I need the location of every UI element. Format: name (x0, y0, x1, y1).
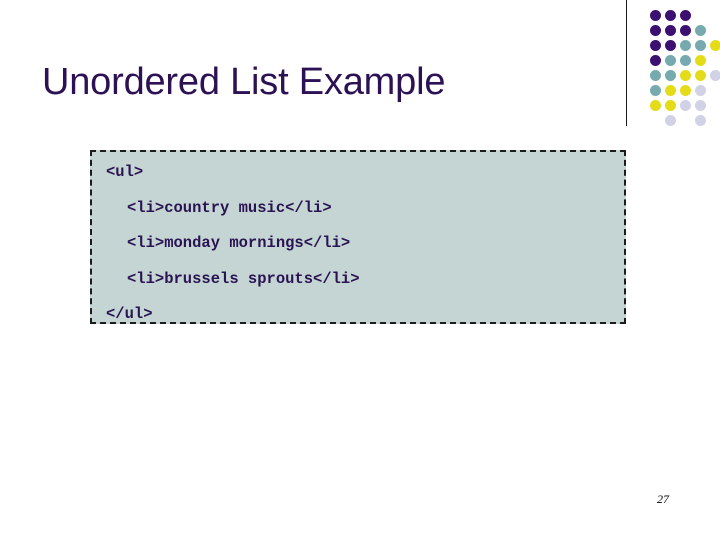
decorative-dot (695, 25, 706, 36)
decorative-dot (695, 40, 706, 51)
decorative-dot (650, 55, 661, 66)
code-line: </ul> (106, 305, 153, 323)
code-line: <li>country music</li> (127, 198, 332, 217)
page-title: Unordered List Example (42, 61, 446, 103)
decorative-dot (650, 100, 661, 111)
decorative-dot (695, 100, 706, 111)
decorative-dot (665, 25, 676, 36)
decorative-dot (665, 40, 676, 51)
decorative-dot (650, 25, 661, 36)
code-line: <ul> (106, 163, 144, 181)
page-number: 27 (657, 492, 669, 506)
decorative-dot (695, 70, 706, 81)
decorative-dot (650, 85, 661, 96)
decorative-dot (680, 85, 691, 96)
decorative-dot (695, 85, 706, 96)
code-example-block: <ul> <li>country music</li> <li>monday m… (90, 150, 626, 324)
decorative-dot (695, 115, 706, 126)
decorative-dot (665, 100, 676, 111)
decorative-dot (665, 55, 676, 66)
header-divider-rule (626, 0, 627, 126)
code-line: <li>brussels sprouts</li> (127, 269, 360, 288)
decorative-dot (680, 55, 691, 66)
decorative-dot (695, 55, 706, 66)
decorative-dot (710, 70, 720, 81)
code-line: <li>monday mornings</li> (127, 234, 351, 252)
decorative-dot (710, 40, 720, 51)
decorative-dot (680, 40, 691, 51)
decorative-dot (665, 70, 676, 81)
decorative-dot (650, 70, 661, 81)
decorative-dot (680, 100, 691, 111)
decorative-dot-grid (650, 10, 720, 126)
decorative-dot (665, 10, 676, 21)
decorative-dot (680, 70, 691, 81)
decorative-dot (650, 40, 661, 51)
decorative-dot (680, 10, 691, 21)
decorative-dot (680, 25, 691, 36)
decorative-dot (665, 85, 676, 96)
decorative-dot (665, 115, 676, 126)
decorative-dot (650, 10, 661, 21)
